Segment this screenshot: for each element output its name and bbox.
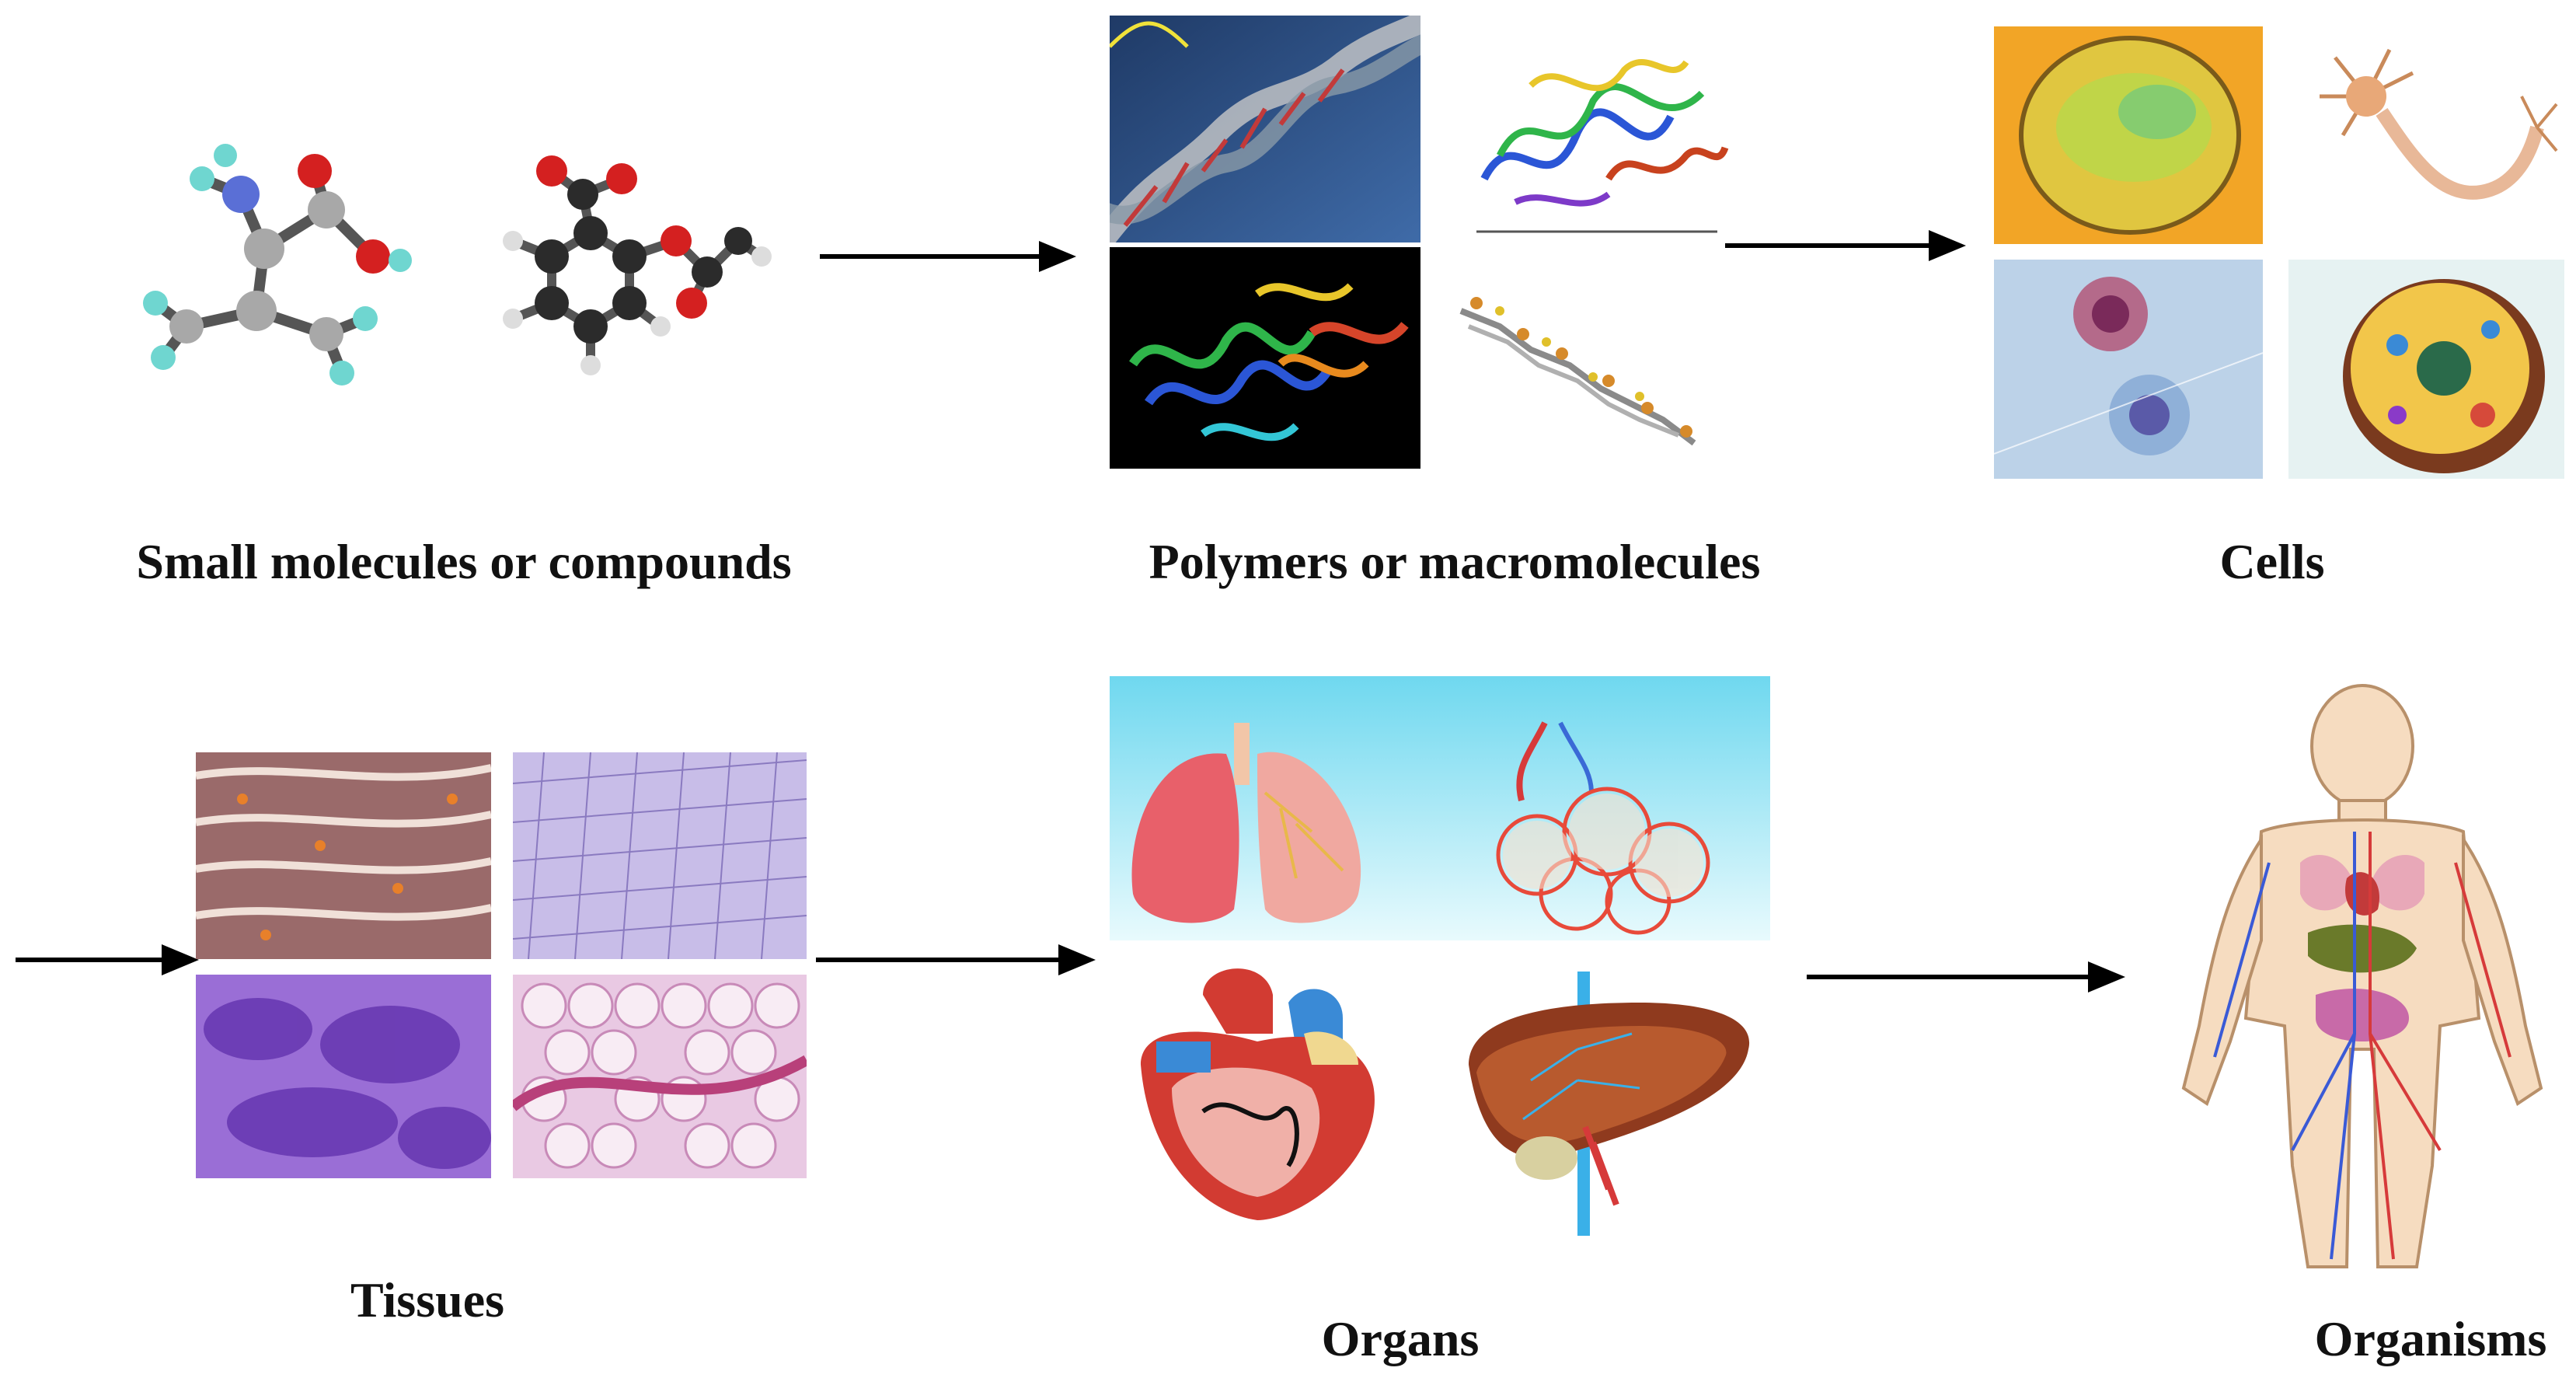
label-cells: Cells: [2219, 534, 2325, 589]
muscle-tissue-image: [196, 752, 491, 959]
label-organisms: Organisms: [2314, 1311, 2547, 1366]
dna-helix-image: [1110, 16, 1420, 242]
neuron-image: [2288, 26, 2564, 232]
polymer-chain-image: [1459, 297, 1696, 446]
label-small-molecules: Small molecules or compounds: [136, 534, 792, 589]
label-tissues: Tissues: [350, 1272, 505, 1327]
adipose-tissue-image: [513, 975, 807, 1178]
heart-image: [1110, 956, 1413, 1228]
arrow-organs-to-organisms: [1807, 961, 2125, 993]
label-polymers: Polymers or macromolecules: [1149, 534, 1761, 589]
lungs-image: [1110, 676, 1770, 940]
blood-cells-image: [1994, 260, 2263, 479]
cell-cross-section-image: [2288, 260, 2564, 479]
aromatic-molecule-ball-stick-image: [503, 155, 772, 375]
arrow-tissues-to-organs: [816, 944, 1096, 975]
protein-ribbon-dark-image: [1110, 247, 1420, 469]
arrow-cells-to-tissues: [16, 944, 199, 975]
stained-tissue-image: [196, 975, 491, 1178]
arrow-small-to-polymers: [820, 241, 1076, 272]
protein-ribbon-image: [1453, 23, 1733, 233]
arrow-polymers-to-cells: [1725, 230, 1966, 261]
small-molecule-ball-stick-image: [143, 144, 412, 385]
egg-cell-image: [1994, 26, 2263, 244]
liver-image: [1453, 972, 1764, 1236]
label-organs: Organs: [1321, 1311, 1480, 1366]
epithelial-tissue-image: [513, 752, 807, 959]
human-body-image: [2145, 684, 2576, 1275]
